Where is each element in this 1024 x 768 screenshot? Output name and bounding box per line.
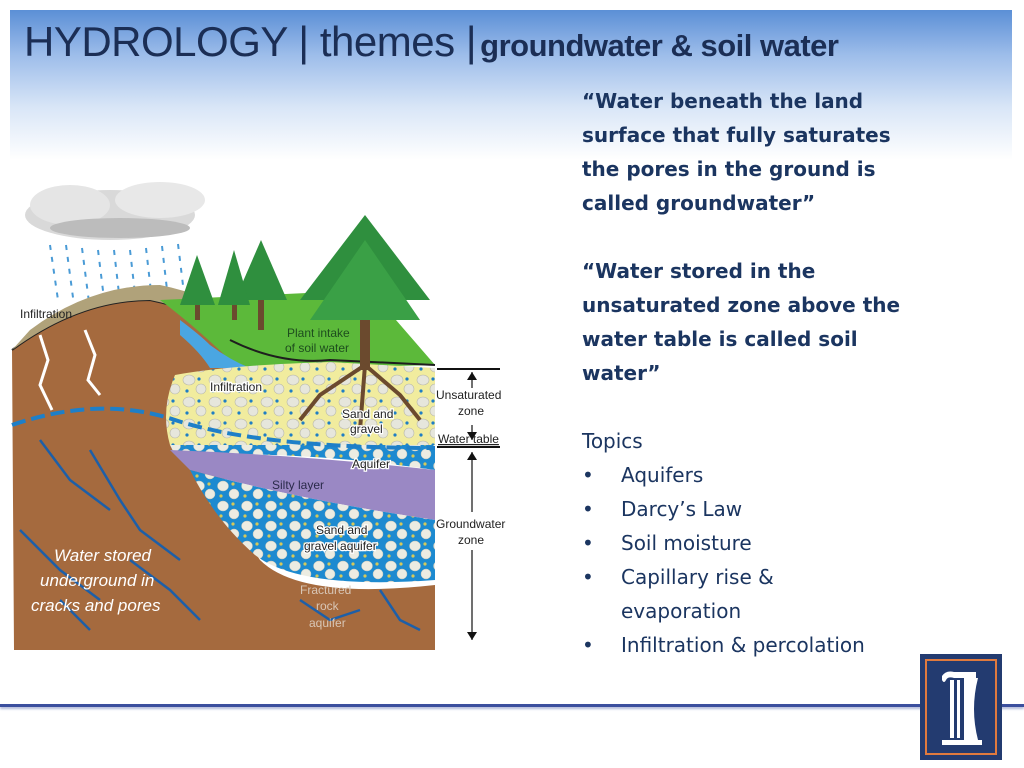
- bullet-icon: •: [582, 633, 594, 657]
- label-sand-gravel-aquifer: gravel aquifer: [304, 539, 377, 553]
- label-sand-gravel: Sand and: [342, 407, 393, 421]
- quote-line: water table is called soil: [582, 327, 858, 351]
- title-main: HYDROLOGY | themes |: [24, 18, 477, 65]
- sand-gravel-aquifer: [190, 470, 435, 583]
- label-water-stored: underground in: [40, 571, 154, 590]
- label-fractured-rock: Fractured: [300, 583, 351, 597]
- label-fractured-rock: aquifer: [309, 616, 346, 630]
- quote-line: the pores in the ground is: [582, 157, 876, 181]
- footer-rule: [0, 704, 1024, 707]
- topic-label: Darcy’s Law: [621, 497, 743, 521]
- arrow-up-icon: [467, 372, 477, 380]
- arrow-down-icon: [467, 432, 477, 440]
- label-sand-gravel: gravel: [350, 422, 383, 436]
- tree-icon: [218, 250, 250, 320]
- infiltration-arrow-icon: [38, 329, 102, 411]
- crack-lines: [19, 439, 421, 632]
- unsaturated-zone-gravel: [166, 362, 435, 445]
- title-sub: groundwater & soil water: [480, 28, 839, 63]
- quote-line: surface that fully saturates: [582, 123, 891, 147]
- label-aquifer: Aquifer: [352, 457, 390, 471]
- topic-label: Soil moisture: [621, 531, 752, 555]
- aquifer-layer: [170, 445, 435, 470]
- label-groundwater-zone: zone: [458, 533, 484, 547]
- tree-icon: [180, 255, 215, 320]
- topic-item: • Aquifers: [582, 458, 865, 492]
- topic-label: Capillary rise & evaporation: [621, 565, 774, 623]
- label-plant-intake: Plant intake: [287, 326, 350, 340]
- groundwater-diagram: Infiltration Plant intake of soil water …: [11, 182, 505, 650]
- quote-line: called groundwater”: [582, 191, 816, 215]
- label-silty-layer: Silty layer: [272, 478, 324, 492]
- topic-label: Infiltration & percolation: [621, 633, 865, 657]
- quote-line: “Water beneath the land: [582, 89, 864, 113]
- bullet-icon: •: [582, 463, 594, 487]
- tree-icon: [235, 240, 287, 330]
- topic-item: • Capillary rise & evaporation: [582, 560, 841, 628]
- arrow-down-icon: [467, 632, 477, 640]
- silty-layer: [170, 450, 435, 520]
- topic-item: • Soil moisture: [582, 526, 865, 560]
- quote-line: “Water stored in the: [582, 259, 816, 283]
- tree-icon: [300, 215, 430, 370]
- bullet-icon: •: [582, 497, 594, 521]
- university-logo: [920, 654, 1002, 760]
- quote-line: unsaturated zone above the: [582, 293, 901, 317]
- bullet-icon: •: [582, 565, 594, 589]
- column-icon: [942, 671, 982, 745]
- topics-list: Topics • Aquifers • Darcy’s Law • Soil mois…: [582, 424, 865, 662]
- label-water-stored: cracks and pores: [31, 596, 161, 615]
- label-fractured-rock: rock: [316, 599, 340, 613]
- bullet-icon: •: [582, 531, 594, 555]
- label-water-stored: Water stored: [54, 546, 152, 565]
- label-infiltration-mid: Infiltration: [210, 380, 262, 394]
- quote-line: water”: [582, 361, 661, 385]
- topics-heading: Topics: [582, 429, 643, 453]
- groundwater-definition-quote: “Water beneath the land surface that ful…: [582, 84, 922, 220]
- cloud-icon: [25, 182, 205, 240]
- header-gradient-band: [10, 10, 1012, 160]
- label-infiltration: Infiltration: [20, 307, 72, 321]
- water-table-dashed-line: [11, 406, 436, 450]
- soil-water-definition-quote: “Water stored in the unsaturated zone ab…: [582, 254, 922, 390]
- label-plant-intake: of soil water: [285, 341, 349, 355]
- label-unsaturated-zone: zone: [458, 404, 484, 418]
- label-groundwater-zone: Groundwater: [436, 517, 505, 531]
- arrow-up-icon: [467, 452, 477, 460]
- topic-item: • Infiltration & percolation: [582, 628, 865, 662]
- topic-label: Aquifers: [621, 463, 704, 487]
- label-water-table: Water table: [438, 432, 499, 446]
- label-sand-gravel-aquifer: Sand and: [316, 523, 367, 537]
- slide-title: HYDROLOGY | themes | groundwater & soil …: [24, 18, 839, 66]
- logo-border: [925, 659, 997, 755]
- label-unsaturated-zone: Unsaturated: [436, 388, 501, 402]
- tree-roots: [298, 363, 422, 431]
- stream: [180, 320, 250, 368]
- topic-item: • Darcy’s Law: [582, 492, 865, 526]
